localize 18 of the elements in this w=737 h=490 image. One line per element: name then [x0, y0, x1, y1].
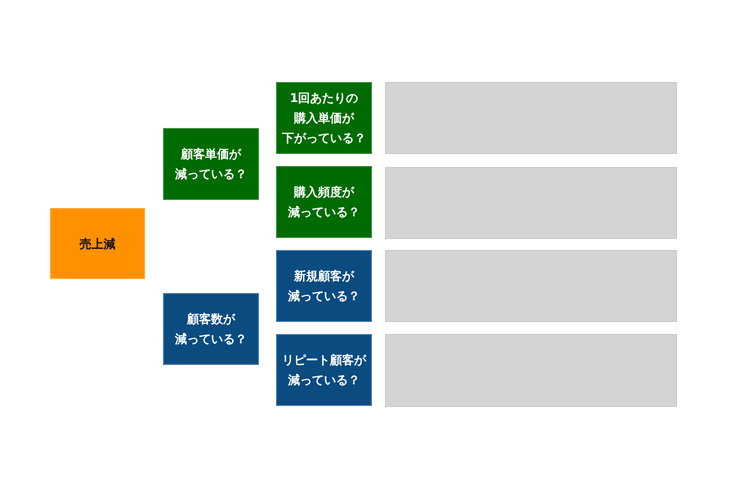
box-label: 購入頻度が減っている？	[288, 184, 360, 221]
blank-panel	[385, 82, 677, 154]
box-label: 売上減	[80, 236, 116, 252]
blank-panel	[385, 250, 677, 322]
sub-branch-box	[276, 334, 372, 406]
box-label: 顧客単価が減っている？	[175, 146, 247, 183]
sub-branch-box	[276, 166, 372, 238]
sub-branch-box	[276, 82, 372, 154]
box-label: 新規顧客が減っている？	[288, 268, 360, 305]
blank-panel	[385, 167, 677, 239]
blank-panel	[385, 334, 677, 407]
branch-box	[163, 293, 259, 365]
issue-box	[50, 208, 145, 279]
box-label: リピート顧客が減っている？	[282, 352, 366, 389]
box-label: 顧客数が減っている？	[175, 311, 247, 348]
box-label: 1回あたりの購入単価が下がっている？	[282, 90, 366, 147]
sub-branch-box	[276, 250, 372, 322]
branch-box	[163, 128, 259, 200]
